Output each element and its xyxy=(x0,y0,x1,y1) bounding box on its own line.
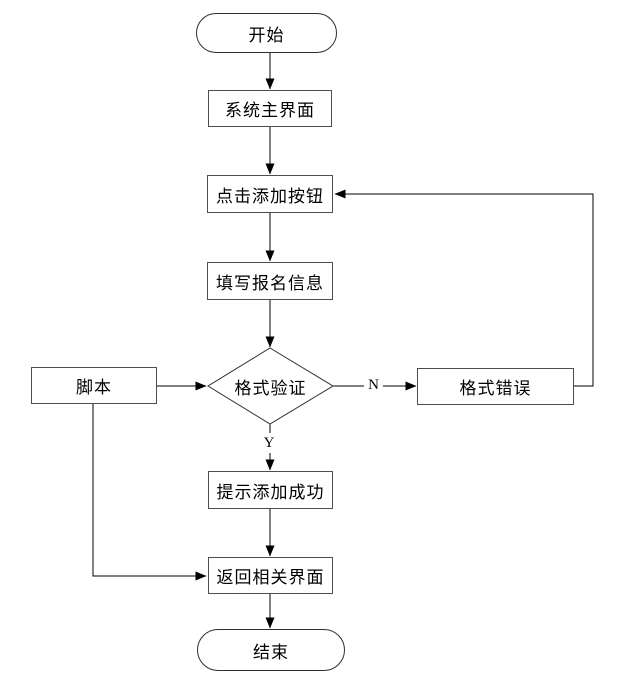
flow-node-start: 开始 xyxy=(196,13,337,53)
branch-label-yes: Y xyxy=(260,433,278,453)
decision-diamond-shape xyxy=(207,347,334,425)
edge-error-clickadd xyxy=(334,189,594,387)
flow-node-click-add: 点击添加按钮 xyxy=(207,175,333,213)
flow-node-return-ui: 返回相关界面 xyxy=(208,557,333,594)
flow-node-validate-label: 格式验证 xyxy=(234,378,307,398)
edge-script-return xyxy=(92,404,207,581)
branch-label-no: N xyxy=(364,375,383,395)
flow-node-format-error: 格式错误 xyxy=(417,368,574,405)
flow-node-fill-info: 填写报名信息 xyxy=(207,262,333,300)
flow-node-main-ui: 系统主界面 xyxy=(208,90,332,127)
flow-node-script: 脚本 xyxy=(31,367,157,404)
flow-node-end: 结束 xyxy=(197,629,345,671)
flow-node-success: 提示添加成功 xyxy=(208,471,333,509)
